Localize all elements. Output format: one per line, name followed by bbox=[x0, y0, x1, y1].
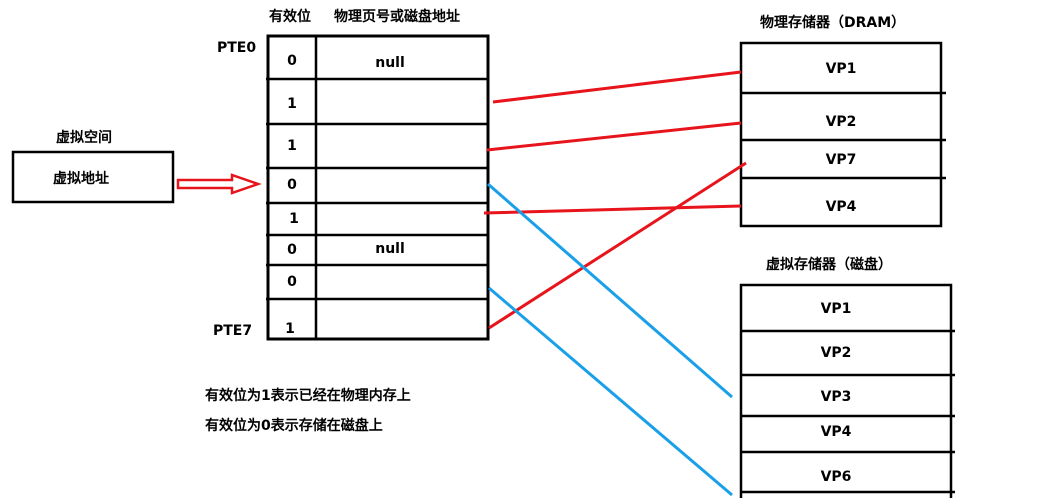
note-valid-one: 有效位为1表示已经在物理内存上 bbox=[205, 388, 411, 404]
virtual-address-label: 虚拟地址 bbox=[53, 171, 109, 187]
page-table-frame bbox=[266, 34, 490, 341]
disk-links bbox=[487, 182, 733, 497]
pte-valid-bit: 0 bbox=[287, 274, 297, 290]
link-pte6-disk-vp6 bbox=[488, 286, 733, 497]
pte0-label: PTE0 bbox=[217, 40, 257, 56]
link-pte1-dram-vp1 bbox=[492, 70, 742, 104]
dram-title: 物理存储器（DRAM） bbox=[760, 15, 906, 31]
ppn-header: 物理页号或磁盘地址 bbox=[334, 9, 460, 25]
disk-frame bbox=[739, 283, 955, 498]
pte-valid-bit: 1 bbox=[289, 211, 299, 227]
pte-address: null bbox=[375, 55, 405, 71]
dram-page-slot: VP7 bbox=[825, 152, 857, 168]
dram-page-slot: VP4 bbox=[825, 199, 857, 215]
virtual-space-title: 虚拟空间 bbox=[56, 130, 112, 146]
disk-page-slot: VP4 bbox=[820, 424, 852, 440]
pte-valid-bit: 1 bbox=[287, 138, 297, 154]
pte-valid-bit: 0 bbox=[287, 53, 297, 69]
virtual-address-box bbox=[11, 150, 175, 204]
link-pte7-dram-vp7 bbox=[488, 161, 747, 330]
link-pte3-disk-vp3 bbox=[487, 182, 733, 399]
disk-page-slot: VP1 bbox=[820, 301, 852, 317]
dram-page-slot: VP2 bbox=[825, 114, 857, 130]
pte-valid-bit: 0 bbox=[287, 177, 297, 193]
pte-valid-bit: 0 bbox=[287, 242, 297, 258]
dram-page-slot: VP1 bbox=[825, 61, 857, 77]
disk-page-slot: VP6 bbox=[820, 469, 852, 485]
disk-page-slot: VP3 bbox=[820, 389, 852, 405]
valid-bit-header: 有效位 bbox=[269, 9, 311, 25]
pte-address: null bbox=[375, 241, 405, 257]
link-pte2-dram-vp2 bbox=[486, 121, 742, 152]
arrow-icon bbox=[176, 173, 262, 195]
pte-valid-bit: 1 bbox=[285, 321, 295, 337]
link-pte4-dram-vp4 bbox=[483, 204, 742, 215]
dram-frame bbox=[739, 41, 946, 228]
pte-valid-bit: 1 bbox=[287, 96, 297, 112]
disk-title: 虚拟存储器（磁盘） bbox=[766, 257, 892, 273]
disk-page-slot: VP2 bbox=[820, 345, 852, 361]
note-valid-zero: 有效位为0表示存储在磁盘上 bbox=[205, 418, 383, 434]
pte7-label: PTE7 bbox=[213, 323, 253, 339]
resident-links bbox=[483, 70, 747, 330]
